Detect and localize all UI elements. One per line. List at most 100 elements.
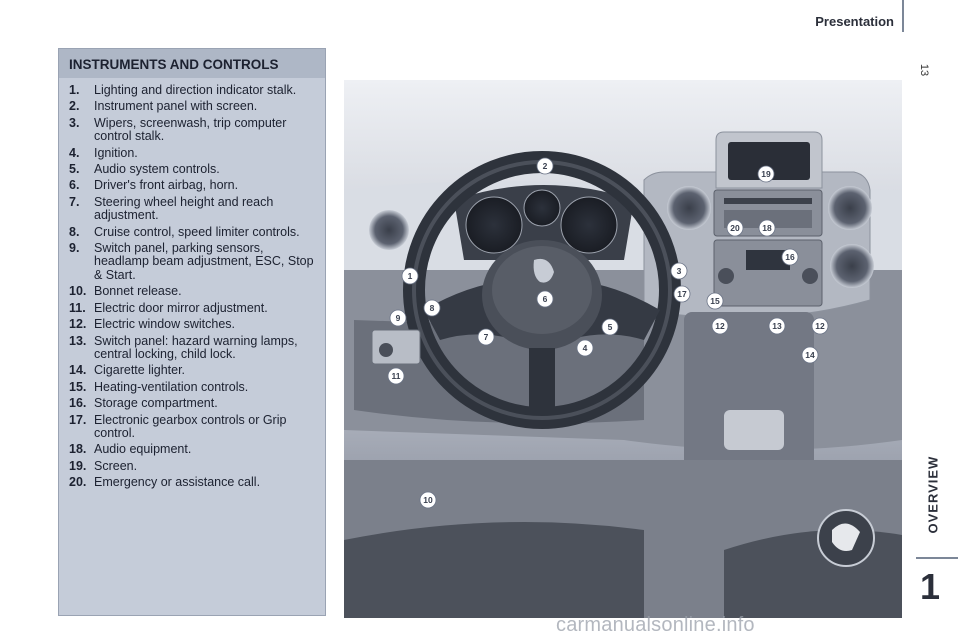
item-number: 9. xyxy=(69,242,94,282)
item-number: 11. xyxy=(69,302,94,315)
callout-marker: 11 xyxy=(388,368,404,384)
callout-marker: 12 xyxy=(812,318,828,334)
item-number: 16. xyxy=(69,397,94,410)
item-text: Audio equipment. xyxy=(94,443,315,456)
controls-list-item: 4.Ignition. xyxy=(69,147,315,160)
callout-label: 13 xyxy=(772,321,782,331)
item-number: 8. xyxy=(69,226,94,239)
item-text: Emergency or assistance call. xyxy=(94,476,315,489)
callout-label: 12 xyxy=(715,321,725,331)
chapter-label: OVERVIEW xyxy=(926,474,941,534)
controls-list-item: 8.Cruise control, speed limiter controls… xyxy=(69,226,315,239)
item-text: Driver's front airbag, horn. xyxy=(94,179,315,192)
callout-marker: 18 xyxy=(759,220,775,236)
climate-knob-left xyxy=(718,268,734,284)
vent-left-center xyxy=(667,186,711,230)
callout-label: 17 xyxy=(677,289,687,299)
switch-panel xyxy=(372,330,420,364)
item-text: Electric window switches. xyxy=(94,318,315,331)
callout-marker: 6 xyxy=(537,291,553,307)
controls-list: 1.Lighting and direction indicator stalk… xyxy=(59,84,325,490)
controls-list-item: 11.Electric door mirror adjustment. xyxy=(69,302,315,315)
climate-knob-right xyxy=(802,268,818,284)
item-text: Ignition. xyxy=(94,147,315,160)
item-number: 19. xyxy=(69,460,94,473)
item-text: Instrument panel with screen. xyxy=(94,100,315,113)
radio-slot xyxy=(724,198,812,204)
callout-marker: 5 xyxy=(602,319,618,335)
item-number: 12. xyxy=(69,318,94,331)
item-number: 15. xyxy=(69,381,94,394)
controls-list-item: 17.Electronic gearbox controls or Grip c… xyxy=(69,414,315,441)
controls-list-item: 12.Electric window switches. xyxy=(69,318,315,331)
callout-label: 20 xyxy=(730,223,740,233)
callout-marker: 15 xyxy=(707,293,723,309)
controls-list-item: 7.Steering wheel height and reach adjust… xyxy=(69,196,315,223)
item-number: 10. xyxy=(69,285,94,298)
callout-marker: 19 xyxy=(758,166,774,182)
controls-list-item: 6.Driver's front airbag, horn. xyxy=(69,179,315,192)
callout-label: 5 xyxy=(608,322,613,332)
callout-marker: 20 xyxy=(727,220,743,236)
vent-right-lower xyxy=(830,244,874,288)
callout-label: 18 xyxy=(762,223,772,233)
callout-marker: 16 xyxy=(782,249,798,265)
callout-label: 19 xyxy=(761,169,771,179)
item-number: 13. xyxy=(69,335,94,362)
item-text: Electric door mirror adjustment. xyxy=(94,302,315,315)
instruments-panel: INSTRUMENTS AND CONTROLS 1.Lighting and … xyxy=(58,48,326,616)
item-text: Electronic gearbox controls or Grip cont… xyxy=(94,414,315,441)
vent-right-center xyxy=(828,186,872,230)
callout-label: 14 xyxy=(805,350,815,360)
callout-label: 10 xyxy=(423,495,433,505)
speedometer xyxy=(466,197,522,253)
item-text: Switch panel, parking sensors, headlamp … xyxy=(94,242,315,282)
tachometer xyxy=(561,197,617,253)
callout-marker: 2 xyxy=(537,158,553,174)
callout-label: 3 xyxy=(677,266,682,276)
chapter-divider xyxy=(916,557,958,559)
controls-list-item: 3.Wipers, screenwash, trip computer cont… xyxy=(69,117,315,144)
item-text: Audio system controls. xyxy=(94,163,315,176)
callout-label: 4 xyxy=(583,343,588,353)
item-text: Wipers, screenwash, trip computer contro… xyxy=(94,117,315,144)
callout-marker: 12 xyxy=(712,318,728,334)
callout-marker: 1 xyxy=(402,268,418,284)
page-number: 13 xyxy=(918,60,930,80)
panel-title: INSTRUMENTS AND CONTROLS xyxy=(59,49,325,78)
callout-marker: 17 xyxy=(674,286,690,302)
callout-label: 6 xyxy=(543,294,548,304)
item-text: Cruise control, speed limiter controls. xyxy=(94,226,315,239)
callout-label: 7 xyxy=(484,332,489,342)
item-number: 7. xyxy=(69,196,94,223)
callout-marker: 8 xyxy=(424,300,440,316)
controls-list-item: 18.Audio equipment. xyxy=(69,443,315,456)
callout-marker: 3 xyxy=(671,263,687,279)
controls-list-item: 9.Switch panel, parking sensors, headlam… xyxy=(69,242,315,282)
item-text: Storage compartment. xyxy=(94,397,315,410)
callout-marker: 14 xyxy=(802,347,818,363)
item-number: 2. xyxy=(69,100,94,113)
item-text: Steering wheel height and reach adjustme… xyxy=(94,196,315,223)
controls-list-item: 19.Screen. xyxy=(69,460,315,473)
callout-marker: 9 xyxy=(390,310,406,326)
item-text: Switch panel: hazard warning lamps, cent… xyxy=(94,335,315,362)
callout-label: 8 xyxy=(430,303,435,313)
controls-list-item: 5.Audio system controls. xyxy=(69,163,315,176)
callout-label: 9 xyxy=(396,313,401,323)
item-number: 17. xyxy=(69,414,94,441)
callout-label: 16 xyxy=(785,252,795,262)
item-number: 14. xyxy=(69,364,94,377)
item-number: 6. xyxy=(69,179,94,192)
item-text: Lighting and direction indicator stalk. xyxy=(94,84,315,97)
item-number: 18. xyxy=(69,443,94,456)
chapter-number: 1 xyxy=(920,566,940,608)
page-header-title: Presentation xyxy=(815,14,894,29)
callout-marker: 13 xyxy=(769,318,785,334)
callout-marker: 4 xyxy=(577,340,593,356)
callout-label: 11 xyxy=(392,371,401,381)
item-number: 5. xyxy=(69,163,94,176)
mirror-knob xyxy=(379,343,393,357)
